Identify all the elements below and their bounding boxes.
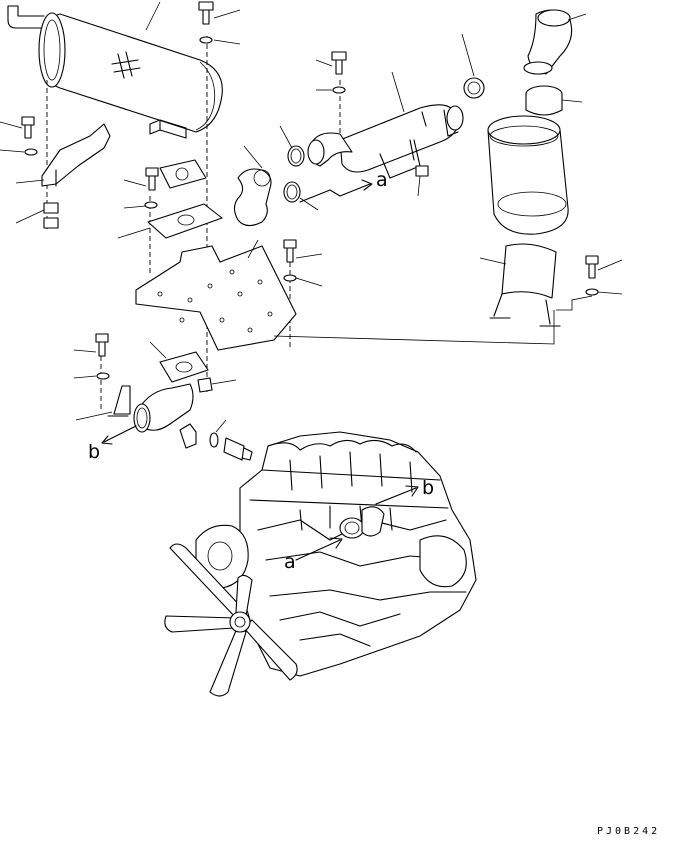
exhaust-elbow-lower bbox=[108, 384, 193, 432]
engine-arrow-b bbox=[376, 486, 418, 504]
intake-hose-top-right bbox=[526, 86, 562, 115]
mounting-plate bbox=[136, 246, 296, 350]
bolt-band-right bbox=[586, 256, 598, 295]
hose-clamps-center bbox=[284, 146, 304, 202]
drawing-code: PJ0B242 bbox=[597, 826, 661, 837]
air-cleaner bbox=[488, 116, 568, 234]
bolt-washer-lower bbox=[210, 433, 252, 460]
nut-lower bbox=[198, 378, 212, 392]
engine-arrow-a bbox=[296, 538, 342, 560]
gasket-flange bbox=[145, 160, 222, 238]
stay-lower bbox=[180, 424, 196, 448]
bolt-lower-left bbox=[96, 334, 109, 379]
engine-reference-label-b: b bbox=[422, 477, 434, 499]
reference-label-a: a bbox=[376, 169, 388, 191]
bolt-top-center bbox=[199, 2, 213, 43]
muffler-bracket-left bbox=[22, 117, 110, 228]
engine-fan bbox=[165, 544, 297, 696]
reference-arrow-b bbox=[102, 426, 136, 444]
reference-label-b: b bbox=[88, 441, 100, 463]
bolt-pipe-top bbox=[332, 52, 346, 93]
engine-reference-label-a: a bbox=[284, 551, 296, 573]
reference-arrow-a bbox=[300, 180, 372, 202]
bolt-plate-right bbox=[284, 240, 296, 281]
rubber-hose bbox=[234, 169, 271, 226]
hose-clamp-right bbox=[464, 78, 484, 98]
intake-elbow-top-right bbox=[524, 10, 572, 74]
muffler bbox=[8, 6, 222, 138]
exhaust-elbow bbox=[308, 133, 352, 166]
gasket-lower bbox=[160, 352, 208, 382]
air-cleaner-band bbox=[490, 244, 560, 326]
exhaust-pipe bbox=[340, 105, 463, 178]
